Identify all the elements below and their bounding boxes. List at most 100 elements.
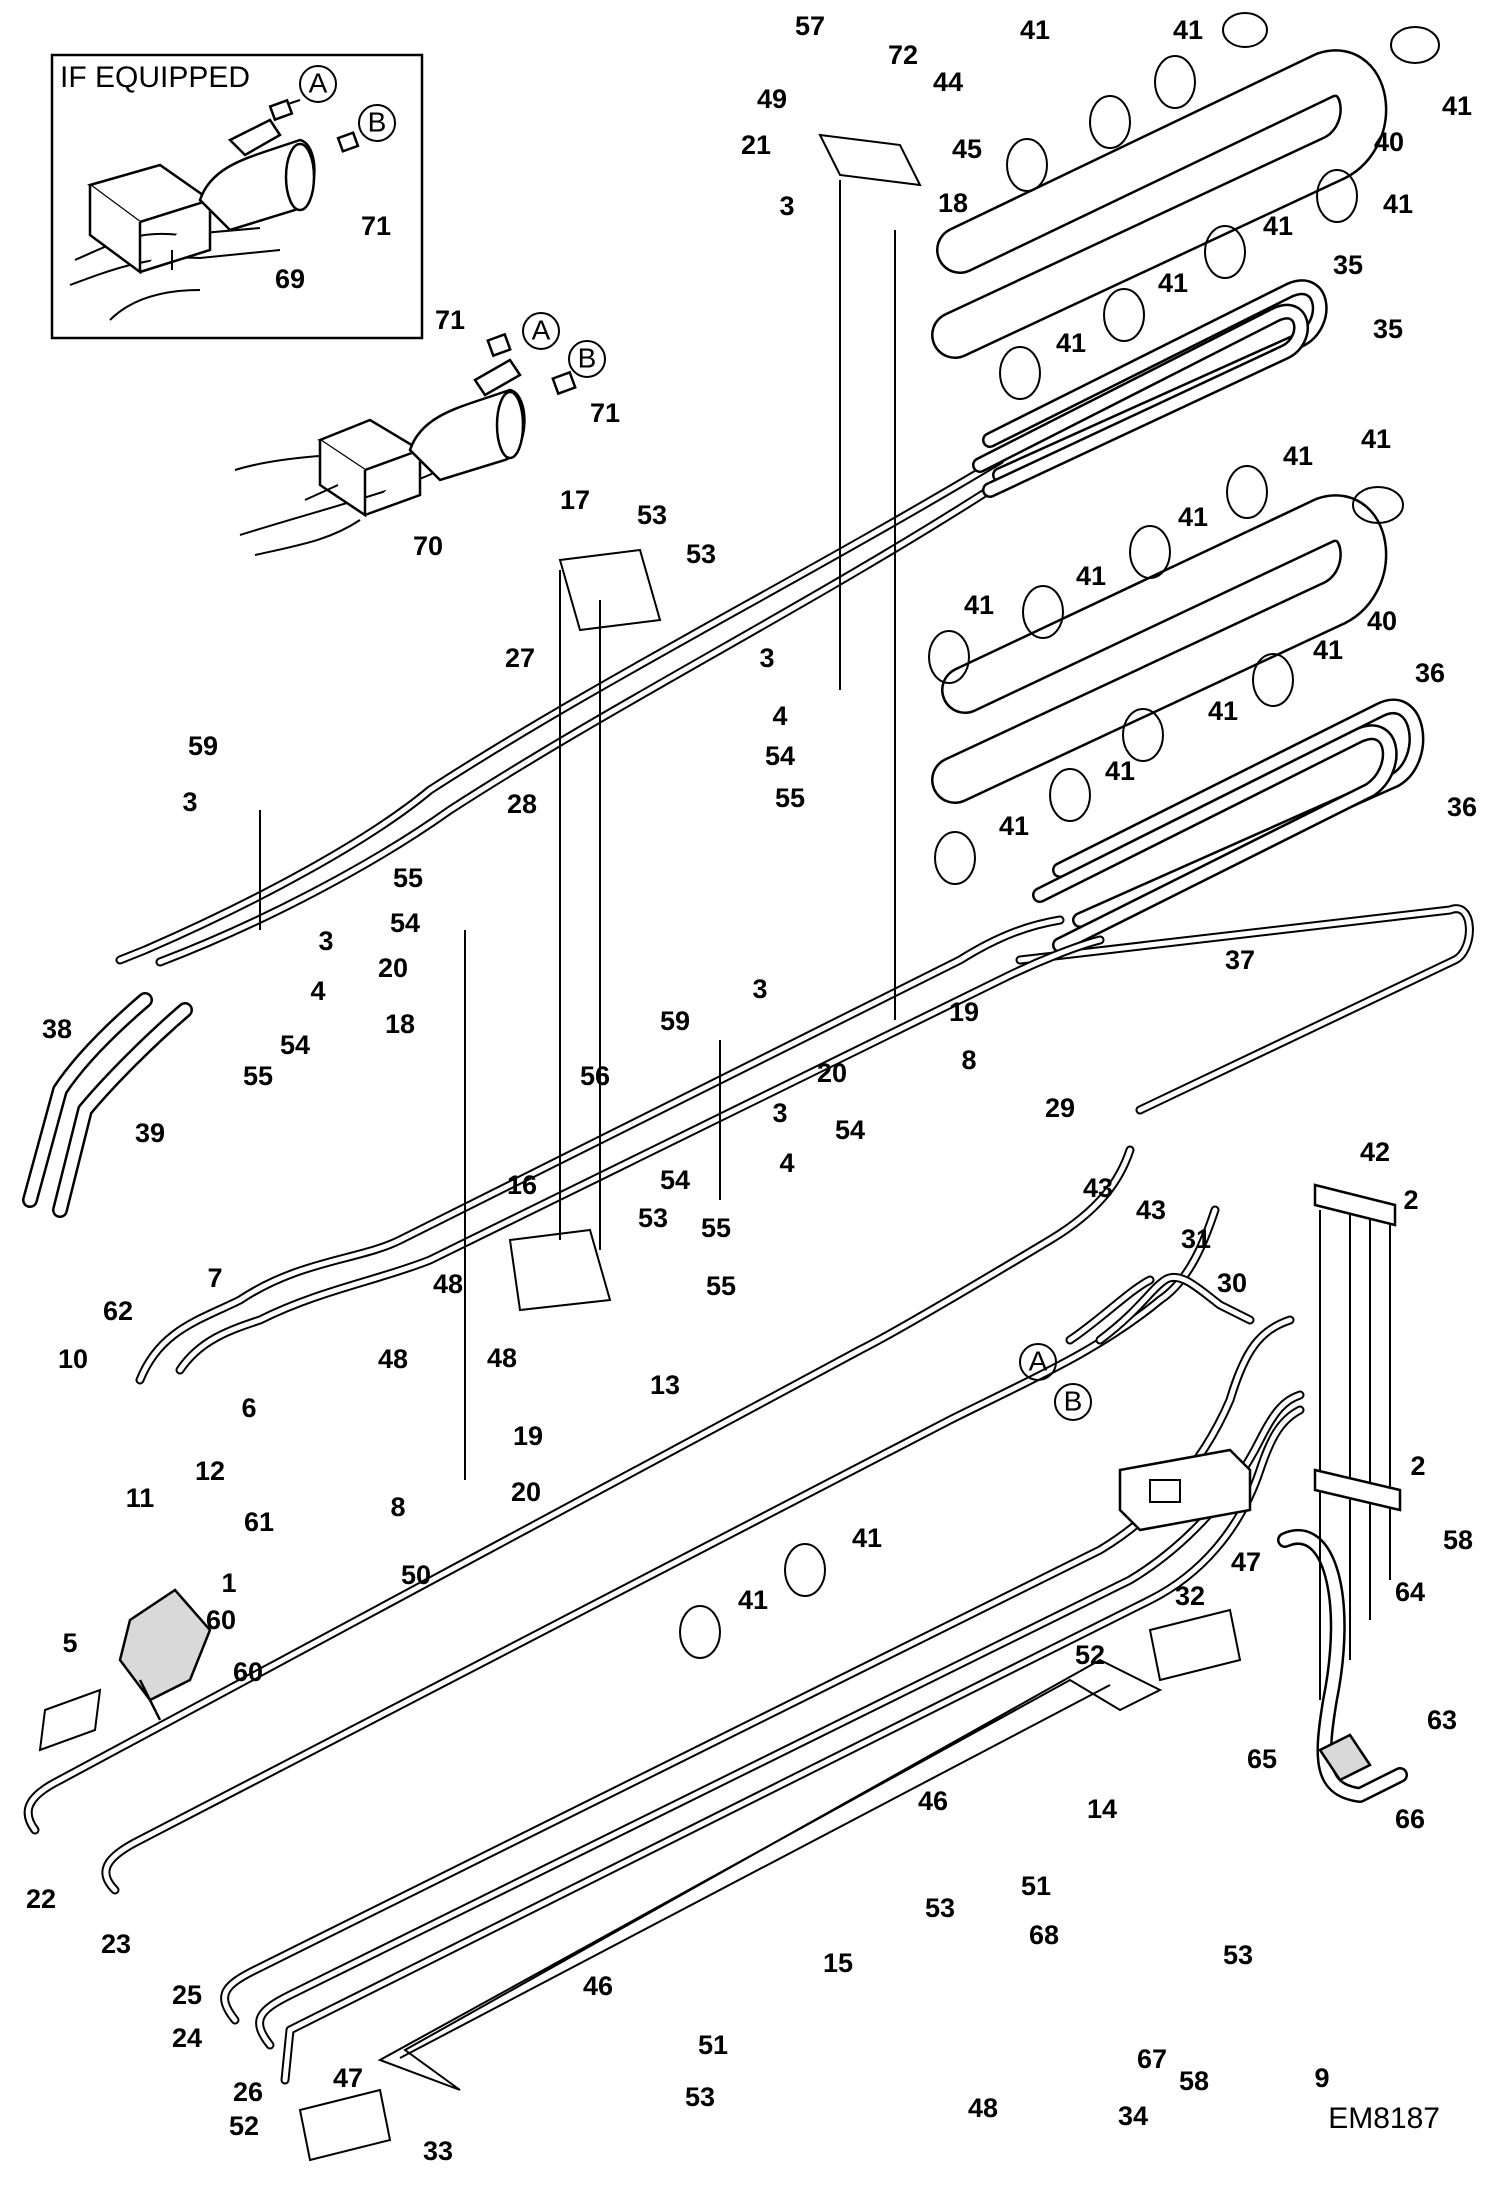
- callout-label: 8: [961, 1045, 976, 1075]
- callout-label: 35: [1333, 250, 1363, 280]
- callout-label: 41: [1208, 696, 1238, 726]
- callout-label: 20: [511, 1477, 541, 1507]
- callout-label: 41: [1020, 15, 1050, 45]
- callout-label: 53: [638, 1203, 668, 1233]
- callout-label: 19: [513, 1421, 543, 1451]
- connection-letter-a: A: [309, 67, 328, 98]
- callout-label: 34: [1118, 2101, 1148, 2131]
- callout-label: 36: [1415, 658, 1445, 688]
- callout-label: 17: [560, 485, 590, 515]
- callout-label: 41: [1056, 328, 1086, 358]
- callout-label: 1: [221, 1568, 236, 1598]
- callout-label: 3: [752, 974, 767, 1004]
- callout-label: 59: [660, 1006, 690, 1036]
- callout-label: 47: [1231, 1547, 1261, 1577]
- callout-label: 47: [333, 2063, 363, 2093]
- callout-label: 54: [835, 1115, 865, 1145]
- inset-connection-letters: A B: [299, 65, 396, 142]
- callout-labels: 57 72 49 44 21 45 3 18 41 41 41 40 41 41…: [26, 11, 1477, 2166]
- callout-label: 62: [103, 1296, 133, 1326]
- callout-label: 67: [1137, 2044, 1167, 2074]
- callout-label: 42: [1360, 1137, 1390, 1167]
- inset-title: IF EQUIPPED: [60, 61, 250, 94]
- callout-label: 54: [765, 741, 795, 771]
- callout-label: 41: [964, 590, 994, 620]
- callout-label: 3: [759, 643, 774, 673]
- callout-label: 41: [1283, 441, 1313, 471]
- drawing-geometry: [22, 49, 1474, 2162]
- callout-label: 48: [378, 1344, 408, 1374]
- inset-if-equipped: IF EQUIPPED: [50, 53, 424, 340]
- connection-letter-b: B: [578, 342, 597, 373]
- callout-label: 38: [42, 1014, 72, 1044]
- callout-label: 30: [1217, 1268, 1247, 1298]
- callout-label: 48: [968, 2093, 998, 2123]
- callout-label: 41: [1361, 424, 1391, 454]
- callout-label: 4: [779, 1148, 794, 1178]
- callout-label: 2: [1410, 1451, 1425, 1481]
- callout-label: 51: [1021, 1871, 1051, 1901]
- callout-label: 41: [999, 811, 1029, 841]
- callout-label: 41: [1263, 211, 1293, 241]
- callout-label: 59: [188, 731, 218, 761]
- callout-label: 8: [390, 1492, 405, 1522]
- callout-label: 55: [706, 1271, 736, 1301]
- callout-label: 32: [1175, 1581, 1205, 1611]
- callout-label: 41: [1158, 268, 1188, 298]
- callout-label: 44: [933, 67, 963, 97]
- callout-label: 29: [1045, 1093, 1075, 1123]
- callout-label: 3: [318, 926, 333, 956]
- callout-label: 3: [772, 1098, 787, 1128]
- callout-label: 24: [172, 2023, 202, 2053]
- callout-label: 18: [385, 1009, 415, 1039]
- callout-label: 54: [390, 908, 420, 938]
- callout-label: 3: [779, 191, 794, 221]
- reference-code: EM8187: [1328, 2102, 1440, 2135]
- callout-label: 48: [487, 1343, 517, 1373]
- callout-label: 60: [206, 1605, 236, 1635]
- callout-label: 6: [241, 1393, 256, 1423]
- callout-label: 54: [280, 1030, 310, 1060]
- callout-label: 39: [135, 1118, 165, 1148]
- callout-label: 48: [433, 1269, 463, 1299]
- callout-label: 19: [949, 997, 979, 1027]
- callout-label: 55: [243, 1061, 273, 1091]
- callout-label: 10: [58, 1344, 88, 1374]
- callout-label: 41: [1173, 15, 1203, 45]
- callout-label: 71: [361, 211, 391, 241]
- callout-label: 68: [1029, 1920, 1059, 1950]
- callout-label: 53: [637, 500, 667, 530]
- callout-label: 36: [1447, 792, 1477, 822]
- callout-label: 28: [507, 789, 537, 819]
- callout-label: 41: [1383, 189, 1413, 219]
- callout-label: 66: [1395, 1804, 1425, 1834]
- connection-letter-a: A: [1029, 1345, 1048, 1376]
- callout-label: 63: [1427, 1705, 1457, 1735]
- callout-label: 20: [817, 1058, 847, 1088]
- callout-label: 55: [701, 1213, 731, 1243]
- callout-label: 57: [795, 11, 825, 41]
- callout-label: 53: [925, 1893, 955, 1923]
- callout-label: 55: [775, 783, 805, 813]
- callout-label: 69: [275, 264, 305, 294]
- callout-label: 2: [1403, 1185, 1418, 1215]
- connection-letter-a: A: [532, 314, 551, 345]
- callout-label: 5: [62, 1628, 77, 1658]
- callout-label: 52: [1075, 1640, 1105, 1670]
- callout-label: 9: [1314, 2063, 1329, 2093]
- callout-label: 4: [772, 701, 787, 731]
- callout-label: 53: [685, 2082, 715, 2112]
- callout-label: 45: [952, 134, 982, 164]
- callout-label: 60: [233, 1657, 263, 1687]
- callout-label: 40: [1367, 606, 1397, 636]
- callout-label: 53: [686, 539, 716, 569]
- callout-label: 35: [1373, 314, 1403, 344]
- callout-label: 53: [1223, 1940, 1253, 1970]
- callout-label: 33: [423, 2136, 453, 2166]
- callout-label: 46: [583, 1971, 613, 2001]
- callout-label: 11: [126, 1483, 155, 1513]
- callout-label: 20: [378, 953, 408, 983]
- callout-label: 23: [101, 1929, 131, 1959]
- callout-label: 55: [393, 863, 423, 893]
- callout-label: 72: [888, 40, 918, 70]
